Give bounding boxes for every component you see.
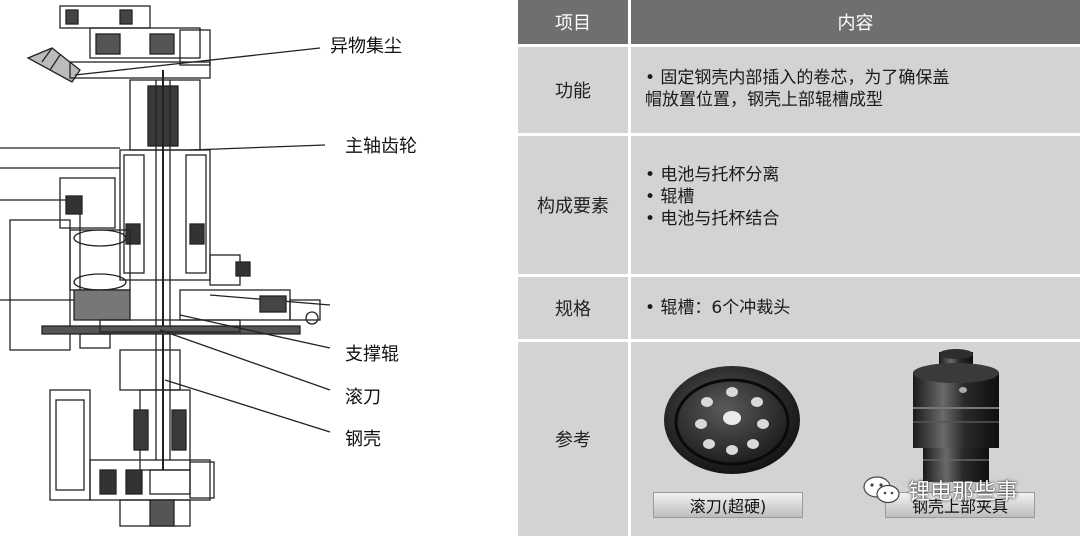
- callout-support-roller: 支撑辊: [345, 344, 399, 365]
- caption-roller-knife: 滚刀(超硬): [653, 492, 803, 518]
- caption-steel-case-fixture: 钢壳上部夹具: [885, 492, 1035, 518]
- component-item: • 辊槽: [645, 187, 695, 207]
- row-label-spec: 规格: [518, 277, 628, 339]
- callout-spindle-gear: 主轴齿轮: [345, 136, 417, 157]
- row-label-components: 构成要素: [518, 136, 628, 274]
- header-content: 内容: [631, 0, 1080, 44]
- watermark-text: 锂电那些事: [908, 480, 1019, 505]
- callout-roller-knife: 滚刀: [345, 387, 381, 408]
- row-label-function: 功能: [518, 47, 628, 133]
- spec-item: • 辊槽：6个冲裁头: [645, 298, 791, 318]
- component-item: • 电池与托杯结合: [645, 209, 780, 229]
- mechanism-cross-section-drawing: [0, 5, 331, 527]
- callout-steel-case: 钢壳: [345, 429, 381, 450]
- component-item: • 电池与托杯分离: [645, 165, 780, 185]
- function-line-2: 帽放置位置，钢壳上部辊槽成型: [645, 90, 883, 110]
- spec-table: 项目 内容 功能 • 固定钢壳内部插入的卷芯，为了确保盖 帽放置位置，钢壳上部辊…: [518, 0, 1080, 536]
- row-content-spec: • 辊槽：6个冲裁头: [631, 277, 1080, 339]
- callout-foreign-dust: 异物集尘: [330, 36, 402, 57]
- row-content-reference: 滚刀(超硬) 钢壳上部夹具: [631, 342, 1080, 536]
- roller-knife-photo: [664, 366, 800, 474]
- wechat-icon: [863, 476, 900, 504]
- row-content-function: • 固定钢壳内部插入的卷芯，为了确保盖 帽放置位置，钢壳上部辊槽成型: [631, 47, 1080, 133]
- watermark: 锂电那些事: [862, 474, 1018, 506]
- steel-case-fixture-photo: [913, 349, 999, 482]
- row-content-components: • 电池与托杯分离 • 辊槽 • 电池与托杯结合: [631, 136, 1080, 274]
- function-line-1: • 固定钢壳内部插入的卷芯，为了确保盖: [645, 68, 950, 88]
- row-label-reference: 参考: [518, 342, 628, 536]
- header-item: 项目: [518, 0, 628, 44]
